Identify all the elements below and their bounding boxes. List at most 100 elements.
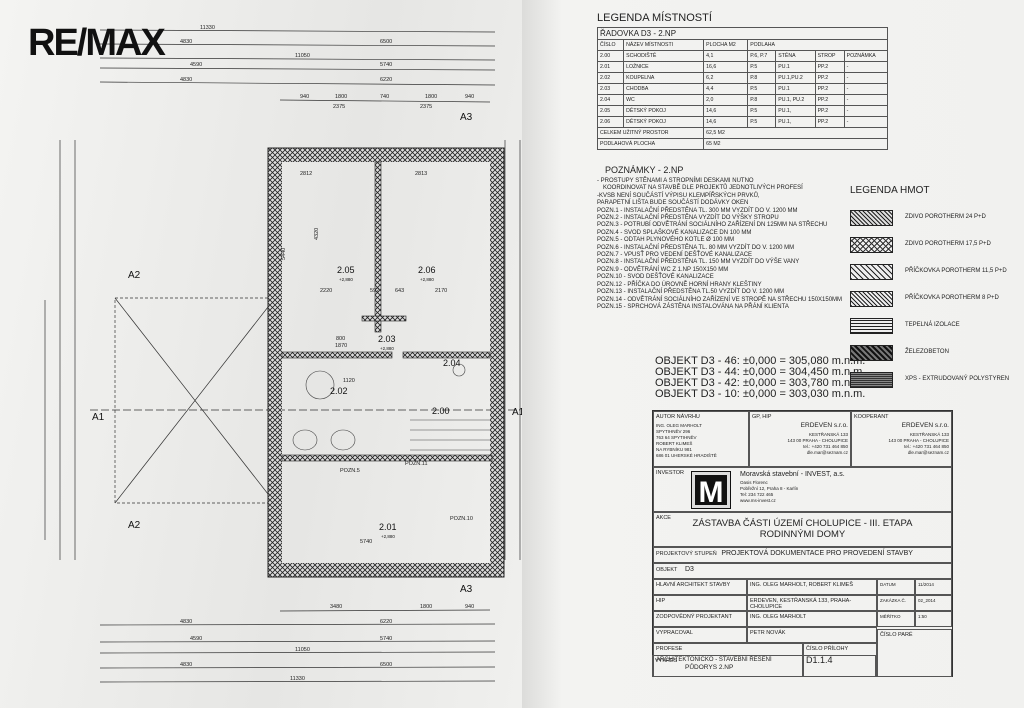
hatch-swatch-icon — [850, 344, 893, 361]
cell: PP.2 — [814, 61, 845, 73]
note-item: -KVSB NENÍ SOUČÁSTÍ VÝPISU KLEMPÍŘSKÝCH … — [597, 192, 760, 199]
dim: 4590 — [190, 62, 202, 68]
notes-title: POZNÁMKY - 2.NP — [605, 165, 684, 175]
floor-value: 65 m2 — [703, 138, 888, 150]
left-sheet: 11330 4830 6500 11050 4590 5740 4830 622… — [0, 0, 522, 708]
cell: PP.2 — [814, 116, 845, 128]
material-label: ŽELEZOBETON — [905, 348, 949, 355]
material-label: ZDIVO POROTHERM 17,5 P+D — [905, 240, 991, 247]
dim-overall: 11330 — [200, 25, 215, 31]
object-elevation: OBJEKT D3 - 44: ±0,000 = 304,450 m.n.m. — [655, 366, 866, 378]
material-item: ZDIVO POROTHERM 17,5 P+D — [850, 231, 1009, 258]
note-item: - PROSTUPY STĚNAMI A STROPNÍMI DESKAMI N… — [597, 178, 754, 184]
label: GP, HIP — [752, 414, 772, 420]
col-header: PODLAHA — [747, 39, 888, 51]
dim: 1800 — [420, 604, 432, 610]
object-cell: OBJEKT D3 — [653, 563, 952, 579]
meta-value: 1:50 — [915, 611, 952, 627]
cell: 2,0 — [703, 94, 749, 106]
note-item: KOORDINOVAT NA STAVBĚ DLE PROJEKTŮ JEDNO… — [603, 185, 803, 192]
cell: WC — [623, 94, 705, 106]
role-value: PETR NOVÁK — [747, 627, 877, 643]
remax-logo: RE/MAX — [28, 22, 166, 64]
label: ČÍSLO PŘÍLOHY — [806, 646, 849, 652]
cell: 4,4 — [703, 83, 749, 95]
cell: SCHODIŠTĚ — [623, 50, 705, 62]
note-item: POZN.15 - SPRCHOVÁ ZÁSTĚNA INSTALOVÁNA N… — [597, 303, 789, 310]
author-line: SPYTIHNĚV 296 — [656, 429, 691, 434]
investor-line: Oasis Florenc — [740, 480, 768, 485]
note-item: POZN.6 - INSTALAČNÍ PŘEDSTĚNA TL. 80 mm … — [597, 244, 795, 251]
cell: PU.1,PU.2 — [775, 72, 816, 84]
dim: 5740 — [380, 636, 392, 642]
dim: 1800 — [425, 94, 437, 100]
dim: 4830 — [180, 77, 192, 83]
hatch-swatch-icon — [850, 209, 893, 226]
dim: 800 — [336, 336, 345, 342]
note-item: POZN.9 - ODVĚTRÁNÍ WC Z 1.NP 150x150 mm — [597, 266, 729, 273]
note-item: POZN.1 - INSTALAČNÍ PŘEDSTĚNA TL. 300 mm… — [597, 207, 798, 214]
company-line: 143 00 PRAHA - CHOLUPICE — [888, 438, 949, 443]
project-name: ZÁSTAVBA ČÁSTI ÚZEMÍ CHOLUPICE - III. ET… — [692, 518, 913, 529]
cell: PU.1 — [775, 83, 816, 95]
akce-cell: AKCE ZÁSTAVBA ČÁSTI ÚZEMÍ CHOLUPICE - II… — [653, 512, 952, 547]
material-item: ŽELEZOBETON — [850, 339, 1009, 366]
dim: 940 — [465, 604, 474, 610]
room-2-00: 2.00 — [432, 406, 450, 416]
room-2-04: 2.04 — [443, 358, 461, 368]
role-value: ING. OLEG MARHOLT — [747, 611, 877, 627]
col-header: POZNÁMKA — [843, 50, 889, 62]
cell: CHODBA — [623, 83, 705, 95]
cell: 2.05 — [596, 105, 625, 117]
cell: P.5 — [747, 61, 777, 73]
spacer — [653, 677, 877, 681]
role-value: ING. OLEG MARHOLT, ROBERT KLIMEŠ — [747, 579, 877, 595]
company-line: ERDEVEN s.r.o. — [901, 422, 949, 429]
cell: 2.02 — [596, 72, 625, 84]
dim: 5440 — [281, 248, 287, 260]
table-subtitle: ŘADOVKA D3 - 2.NP — [597, 27, 888, 40]
dim: 6220 — [380, 77, 392, 83]
total-label: CELKEM UŽITNÝ PROSTOR — [596, 127, 705, 139]
note-item: POZN.2 - INSTALAČNÍ PŘEDSTĚNA VYZDÍT DO … — [597, 215, 779, 222]
dim: 6220 — [380, 619, 392, 625]
dim: 2812 — [300, 171, 312, 177]
drawing-value: PŮDORYS 2.NP — [685, 664, 734, 671]
investor-cell: INVESTOR M Moravská stavební - INVEST, a… — [653, 467, 952, 512]
cell: - — [843, 83, 889, 95]
object-elevation: OBJEKT D3 - 46: ±0,000 = 305,080 m.n.m. — [655, 355, 866, 367]
hatch-swatch-icon — [850, 236, 893, 253]
note-item: POZN.14 - ODVĚTRÁNÍ SOCIÁLNÍHO ZAŘÍZENÍ … — [597, 296, 843, 303]
note-item: POZN.3 - POTRUBÍ ODVĚTRÁNÍ SOCIÁLNÍHO ZA… — [597, 222, 828, 229]
dim: 740 — [380, 94, 389, 100]
investor-line: Tel: 234 722 465 — [740, 492, 774, 497]
cell: P.6, P.7 — [747, 50, 777, 62]
cell: 2.01 — [596, 61, 625, 73]
room-2-03: 2.03 — [378, 334, 396, 344]
room-2-06: 2.06 — [418, 265, 436, 275]
material-label: XPS - EXTRUDOVANÝ POLYSTYREN — [905, 375, 1010, 382]
material-item: ZDIVO POROTHERM 24 P+D — [850, 204, 1009, 231]
cell: 4,1 — [703, 50, 749, 62]
cell: PP.2 — [814, 83, 845, 95]
investor-line: www.ms-invest.cz — [740, 498, 776, 503]
cell: P.8 — [747, 72, 777, 84]
cell: - — [843, 105, 889, 117]
note-item: PARAPETNÍ LIŠTA BUDE SOUČÁSTÍ DODÁVKY OK… — [597, 200, 749, 207]
hatch-swatch-icon — [850, 290, 893, 307]
note-ref: POZN.11 — [405, 461, 428, 467]
dim: 3480 — [330, 604, 342, 610]
dim: 2170 — [435, 288, 447, 294]
role-label: HLAVNÍ ARCHITEKT STAVBY — [653, 579, 747, 595]
cell: 2.06 — [596, 116, 625, 128]
room-level: +2,880 — [381, 534, 395, 539]
section-mark: A2 — [128, 520, 141, 531]
note-item: POZN.7 - VPUSŤ PRO VEDENÍ DEŠŤOVÉ KANALI… — [597, 252, 753, 259]
cell: PU.1, PU.2 — [775, 94, 816, 106]
